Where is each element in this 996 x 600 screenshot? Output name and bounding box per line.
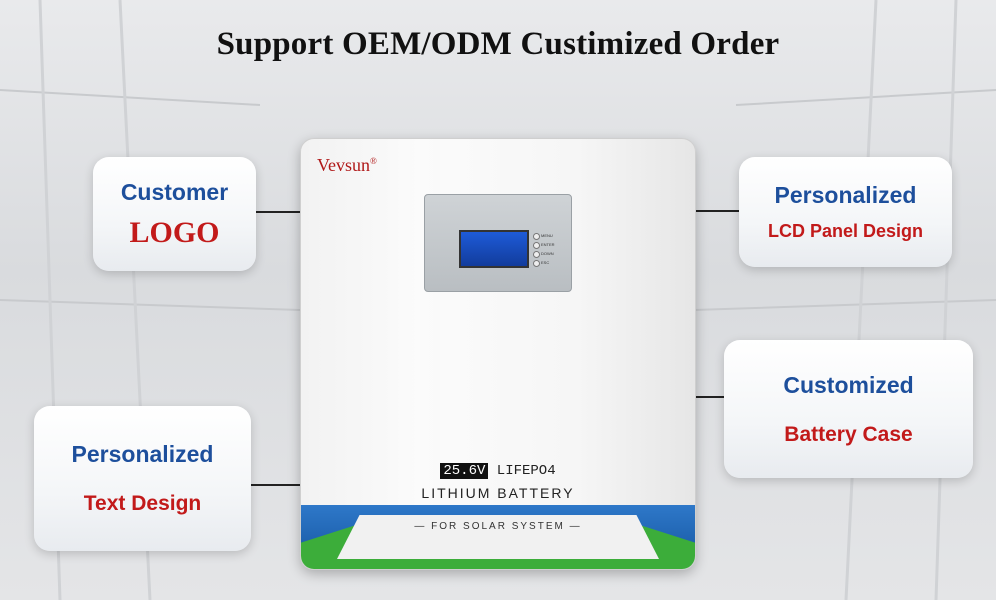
callout-case-title: Customized xyxy=(783,371,914,398)
page-title: Support OEM/ODM Custimized Order xyxy=(216,26,780,62)
callout-logo-title: Customer xyxy=(120,178,229,205)
lcd-button-label-menu: MENU xyxy=(541,233,553,238)
lcd-button-label-down: DOWN xyxy=(541,251,554,256)
voltage-label: 25.6V xyxy=(440,463,489,479)
lcd-button-label-enter: ENTER xyxy=(541,242,555,247)
lcd-screen xyxy=(459,230,529,268)
solar-system-tag: — FOR SOLAR SYSTEM — xyxy=(414,521,582,532)
case-band-inner xyxy=(337,515,659,559)
battery-spec: 25.6V LIFEPO4 xyxy=(301,463,695,479)
brand-registered-mark: ® xyxy=(370,156,377,166)
brand-logo: Vevsun® xyxy=(317,155,377,176)
callout-text-title: Personalized xyxy=(71,441,214,467)
chemistry-label: LIFEPO4 xyxy=(496,463,556,479)
callout-case-subtitle: Battery Case xyxy=(784,422,913,446)
callout-lcd-design: Personalized LCD Panel Design xyxy=(739,157,952,267)
lcd-button-label-esc: ESC xyxy=(541,260,550,265)
battery-unit: Vevsun® MENU ENTER DOWN ESC 25.6V LIFEPO… xyxy=(300,138,696,570)
lcd-button-menu xyxy=(533,233,540,240)
callout-text-subtitle: Text Design xyxy=(83,492,202,515)
lcd-button-down xyxy=(533,251,540,258)
brand-name: Vevsun xyxy=(317,155,370,175)
connector-logo xyxy=(256,211,340,213)
callout-logo-subtitle: LOGO xyxy=(129,215,220,249)
callout-lcd-title: Personalized xyxy=(774,182,917,208)
callout-battery-case: Customized Battery Case xyxy=(724,340,973,478)
battery-type-label: LITHIUM BATTERY xyxy=(421,485,575,501)
lcd-button-enter xyxy=(533,242,540,249)
connector-case xyxy=(694,396,724,398)
callout-customer-logo: Customer LOGO xyxy=(93,157,256,271)
lcd-button-esc xyxy=(533,260,540,267)
callout-lcd-subtitle: LCD Panel Design xyxy=(767,221,924,241)
callout-text-design: Personalized Text Design xyxy=(34,406,251,551)
lcd-panel: MENU ENTER DOWN ESC xyxy=(424,194,572,292)
